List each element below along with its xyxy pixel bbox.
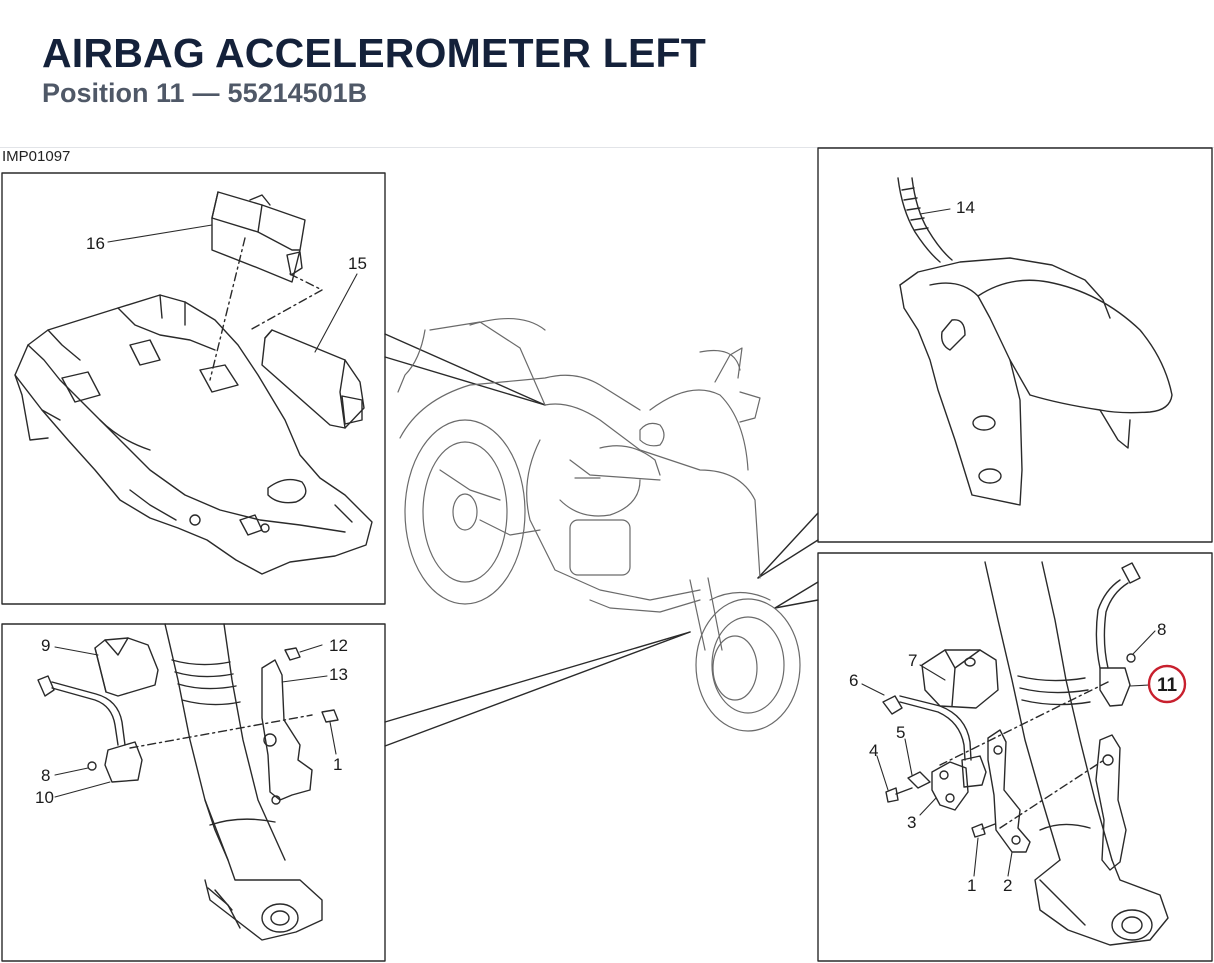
sensor-7 — [921, 649, 999, 709]
motorcycle-illustration — [397, 318, 801, 732]
panel-frame-seat-area — [1, 172, 386, 605]
callout-10: 10 — [35, 788, 54, 807]
callout-8-right: 8 — [1157, 620, 1166, 639]
callout-leader-lines — [54, 208, 1156, 877]
panel-pointer-lines — [384, 333, 819, 747]
airbag-module-15 — [261, 329, 365, 429]
callout-11: 11 — [1157, 675, 1178, 696]
callout-2: 2 — [1003, 876, 1012, 895]
highlighted-callout-11: 11 — [1147, 664, 1187, 704]
page-title: AIRBAG ACCELEROMETER LEFT — [42, 30, 707, 76]
bolt-4 — [885, 787, 913, 803]
spacer-5 — [907, 771, 931, 789]
callout-15: 15 — [348, 254, 367, 273]
clamp-3 — [931, 761, 969, 811]
assembly-dash-lines-a — [209, 237, 323, 381]
callout-7: 7 — [908, 651, 917, 670]
accelerometer-left-10 — [37, 675, 143, 783]
part-number: 55214501B — [227, 78, 368, 108]
callout-labels: 16 15 14 9 12 13 1 8 10 8 7 6 5 4 3 1 2 — [35, 198, 1166, 895]
callout-12: 12 — [329, 636, 348, 655]
fender-sensor-cable-14 — [897, 177, 953, 263]
callout-16: 16 — [86, 234, 105, 253]
accelerometer-cable-6 — [882, 695, 987, 788]
accelerometer-left-11 — [1095, 562, 1141, 707]
page-subtitle: Position 11—55214501B — [42, 78, 367, 109]
callout-3: 3 — [907, 813, 916, 832]
fork-bracket-right — [1095, 734, 1127, 871]
front-fender-14 — [899, 257, 1173, 506]
bolts-left-fork — [284, 647, 339, 723]
panel-frame-right-fork — [817, 552, 1213, 962]
assembly-dash-lines-c — [129, 714, 313, 749]
callout-14: 14 — [956, 198, 975, 217]
callout-5: 5 — [896, 723, 905, 742]
highlight-circle — [1147, 664, 1187, 704]
left-fork-leg — [164, 623, 323, 941]
callout-1-right: 1 — [967, 876, 976, 895]
callout-4: 4 — [869, 741, 878, 760]
right-fork-leg — [984, 561, 1169, 946]
callout-13: 13 — [329, 665, 348, 684]
subtitle-separator: — — [192, 78, 220, 108]
panel-frame-front-fender — [817, 147, 1213, 543]
callout-1-left: 1 — [333, 755, 342, 774]
header-divider — [0, 147, 1214, 148]
callout-6: 6 — [849, 671, 858, 690]
bracket-2 — [987, 729, 1031, 853]
diagram-reference: IMP01097 — [2, 148, 71, 165]
panel-frame-left-fork — [1, 623, 386, 962]
position-label: Position 11 — [42, 78, 185, 108]
callout-9: 9 — [41, 636, 50, 655]
callout-8-left: 8 — [41, 766, 50, 785]
airbag-sensor-9 — [94, 637, 159, 697]
bolt-1-right — [971, 823, 996, 838]
assembly-dash-lines-d — [939, 681, 1109, 829]
accelerometer-bracket-16 — [211, 191, 306, 283]
undertray-assembly — [14, 294, 373, 575]
